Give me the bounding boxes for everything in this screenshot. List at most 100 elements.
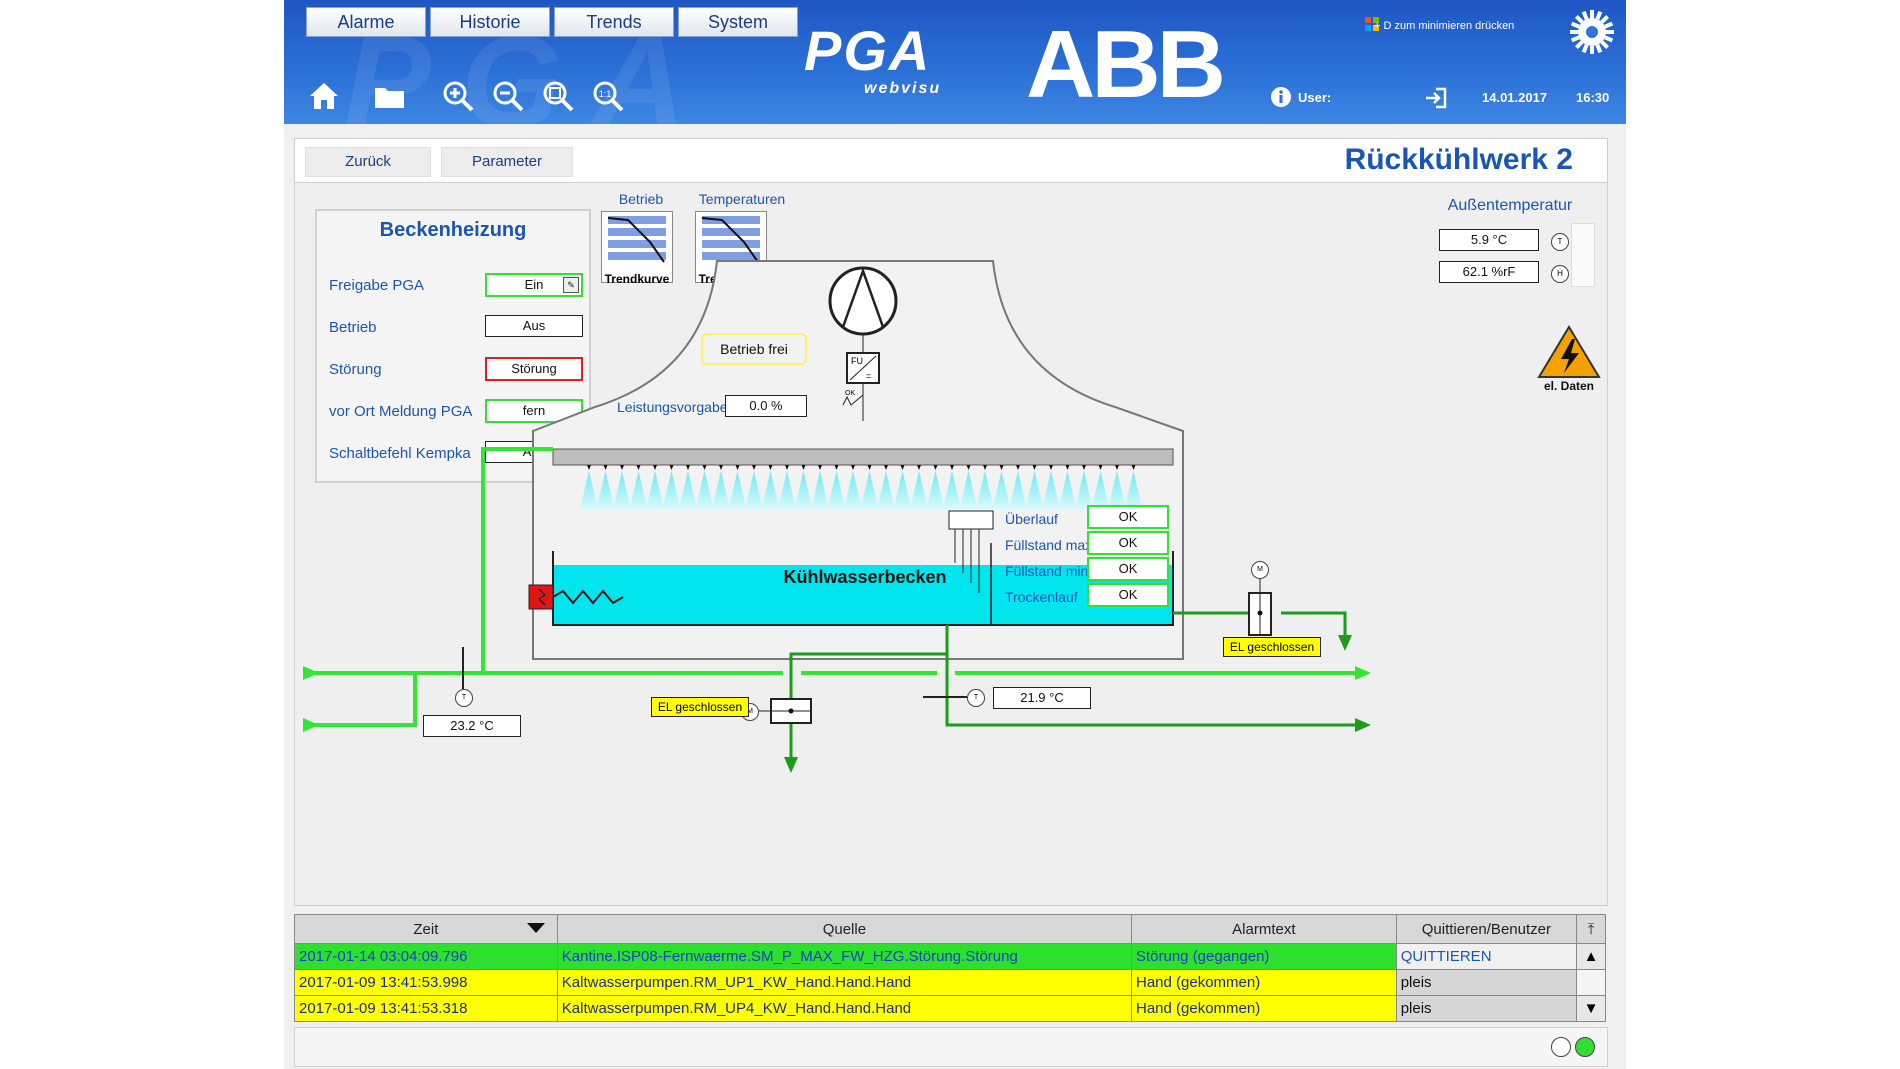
zoom-in-icon[interactable] xyxy=(440,78,476,114)
electrical-warning-icon[interactable] xyxy=(1537,325,1601,379)
spray-cone xyxy=(1009,471,1027,509)
spray-cone xyxy=(1058,471,1077,509)
status-led-off-icon xyxy=(1551,1037,1571,1057)
folder-icon[interactable] xyxy=(372,78,408,114)
back-button[interactable]: Zurück xyxy=(305,147,431,177)
spray-bar xyxy=(552,448,1174,466)
menu-alarme[interactable]: Alarme xyxy=(306,7,426,37)
nozzle xyxy=(1049,465,1053,470)
login-icon[interactable] xyxy=(1424,86,1448,110)
table-row[interactable]: 2017-01-09 13:41:53.318 Kaltwasserpumpen… xyxy=(294,995,1606,1022)
beckenheizung-title: Beckenheizung xyxy=(379,219,527,241)
betrieb-value: Aus xyxy=(485,315,583,337)
spray-cone xyxy=(761,471,780,509)
col-quelle[interactable]: Quelle xyxy=(556,914,1132,944)
alarm-text: Hand (gekommen) xyxy=(1130,969,1397,996)
vor-ort-label: vor Ort Meldung PGA xyxy=(329,403,473,420)
parameter-button[interactable]: Parameter xyxy=(441,147,573,177)
left-temp-sensor-icon: T xyxy=(455,689,473,707)
user-info-icon[interactable] xyxy=(1270,86,1292,108)
svg-text:1:1: 1:1 xyxy=(599,89,612,99)
scrollbar-track[interactable] xyxy=(1576,969,1606,996)
settings-gear-icon[interactable] xyxy=(1568,8,1616,56)
freigabe-label: Freigabe PGA xyxy=(329,277,425,294)
scroll-down-button[interactable]: ▼ xyxy=(1576,995,1606,1022)
freigabe-value[interactable]: Ein ✎ xyxy=(485,273,583,297)
nozzle xyxy=(1016,465,1020,470)
col-quittieren[interactable]: Quittieren/Benutzer xyxy=(1395,914,1578,944)
process-schematic: Beckenheizung Freigabe PGA Ein ✎ Betrieb… xyxy=(294,182,1608,906)
nozzle xyxy=(1032,465,1037,470)
table-row[interactable]: 2017-01-14 03:04:09.796 Kantine.ISP08-Fe… xyxy=(294,943,1606,970)
home-icon[interactable] xyxy=(306,78,342,114)
pga-logo: PGA xyxy=(804,19,932,82)
nozzle xyxy=(999,465,1004,470)
header-bar: PGA Alarme Historie Trends System 1:1 PG… xyxy=(284,0,1626,124)
menu-trends[interactable]: Trends xyxy=(554,7,674,37)
alarm-user: pleis xyxy=(1395,969,1578,996)
nozzle xyxy=(1065,465,1070,470)
spray-cone xyxy=(580,471,598,509)
nozzle xyxy=(1131,465,1136,470)
nozzle xyxy=(851,465,855,470)
svg-text:FU: FU xyxy=(851,356,863,366)
spray-cone xyxy=(662,471,681,509)
spray-cone xyxy=(728,471,747,509)
fuellstand-min-label: Füllstand min. xyxy=(1005,563,1093,579)
nozzle xyxy=(950,465,954,470)
schaltbefehl-label: Schaltbefehl Kempka xyxy=(329,445,471,462)
nozzle xyxy=(801,465,806,470)
nozzle xyxy=(587,465,591,470)
edit-icon[interactable]: ✎ xyxy=(563,277,579,293)
spray-cone xyxy=(910,471,928,509)
spray-cone xyxy=(1108,471,1126,509)
spray-cone xyxy=(778,471,796,509)
fuellstand-max-label: Füllstand max. xyxy=(1005,537,1097,553)
header-date: 14.01.2017 xyxy=(1482,90,1548,105)
nozzle xyxy=(719,465,723,470)
trend-chart-icon xyxy=(701,216,760,263)
col-zeit-label: Zeit xyxy=(413,920,439,938)
nozzle xyxy=(653,465,657,470)
spray-cone xyxy=(794,471,813,509)
basin-label: Kühlwasserbecken xyxy=(783,567,947,587)
col-alarmtext[interactable]: Alarmtext xyxy=(1130,914,1397,944)
stoerung-value: Störung xyxy=(485,357,583,381)
heater-element xyxy=(528,584,554,610)
spray-cone xyxy=(860,471,879,509)
header-time: 16:30 xyxy=(1576,90,1610,105)
alarm-quelle: Kaltwasserpumpen.RM_UP4_KW_Hand.Hand.Han… xyxy=(556,995,1132,1022)
nozzle xyxy=(669,465,674,470)
outdoor-humidity-value: 62.1 %rF xyxy=(1439,261,1539,283)
scroll-up-button[interactable]: ▲ xyxy=(1576,943,1606,970)
right-valve-motor-icon[interactable]: M xyxy=(1251,561,1269,579)
spray-cone xyxy=(811,471,829,509)
ueberlauf-label: Überlauf xyxy=(1005,511,1058,527)
nozzle xyxy=(768,465,773,470)
leistungsvorgabe-value[interactable]: 0.0 % xyxy=(725,395,807,417)
spray-cone xyxy=(976,471,994,509)
ueberlauf-value: OK xyxy=(1087,505,1169,529)
spray-cone xyxy=(596,471,615,509)
sort-down-icon[interactable] xyxy=(526,923,545,933)
zoom-out-icon[interactable] xyxy=(490,78,526,114)
spray-nozzles xyxy=(580,465,1143,509)
trend-betrieb-button[interactable]: Trendkurve xyxy=(601,211,673,285)
menu-historie[interactable]: Historie xyxy=(430,7,550,37)
quittieren-button[interactable]: QUITTIEREN xyxy=(1395,943,1578,970)
menu-system[interactable]: System xyxy=(678,7,798,37)
alarm-text: Störung (gegangen) xyxy=(1130,943,1397,970)
scroll-top-button[interactable]: ⤒ xyxy=(1576,914,1606,944)
zoom-reset-icon[interactable]: 1:1 xyxy=(590,78,626,114)
col-zeit[interactable]: Zeit xyxy=(294,914,558,944)
alarm-quelle: Kantine.ISP08-Fernwaerme.SM_P_MAX_FW_HZG… xyxy=(556,943,1132,970)
zoom-fit-icon[interactable] xyxy=(540,78,576,114)
spray-cone xyxy=(992,471,1011,509)
table-row[interactable]: 2017-01-09 13:41:53.998 Kaltwasserpumpen… xyxy=(294,969,1606,996)
left-temperature-value: 23.2 °C xyxy=(423,715,521,737)
nozzle xyxy=(752,465,756,470)
nozzle xyxy=(884,465,888,470)
abb-logo: ABB xyxy=(1026,11,1226,118)
cooling-basin xyxy=(554,565,1172,624)
nozzle xyxy=(818,465,822,470)
